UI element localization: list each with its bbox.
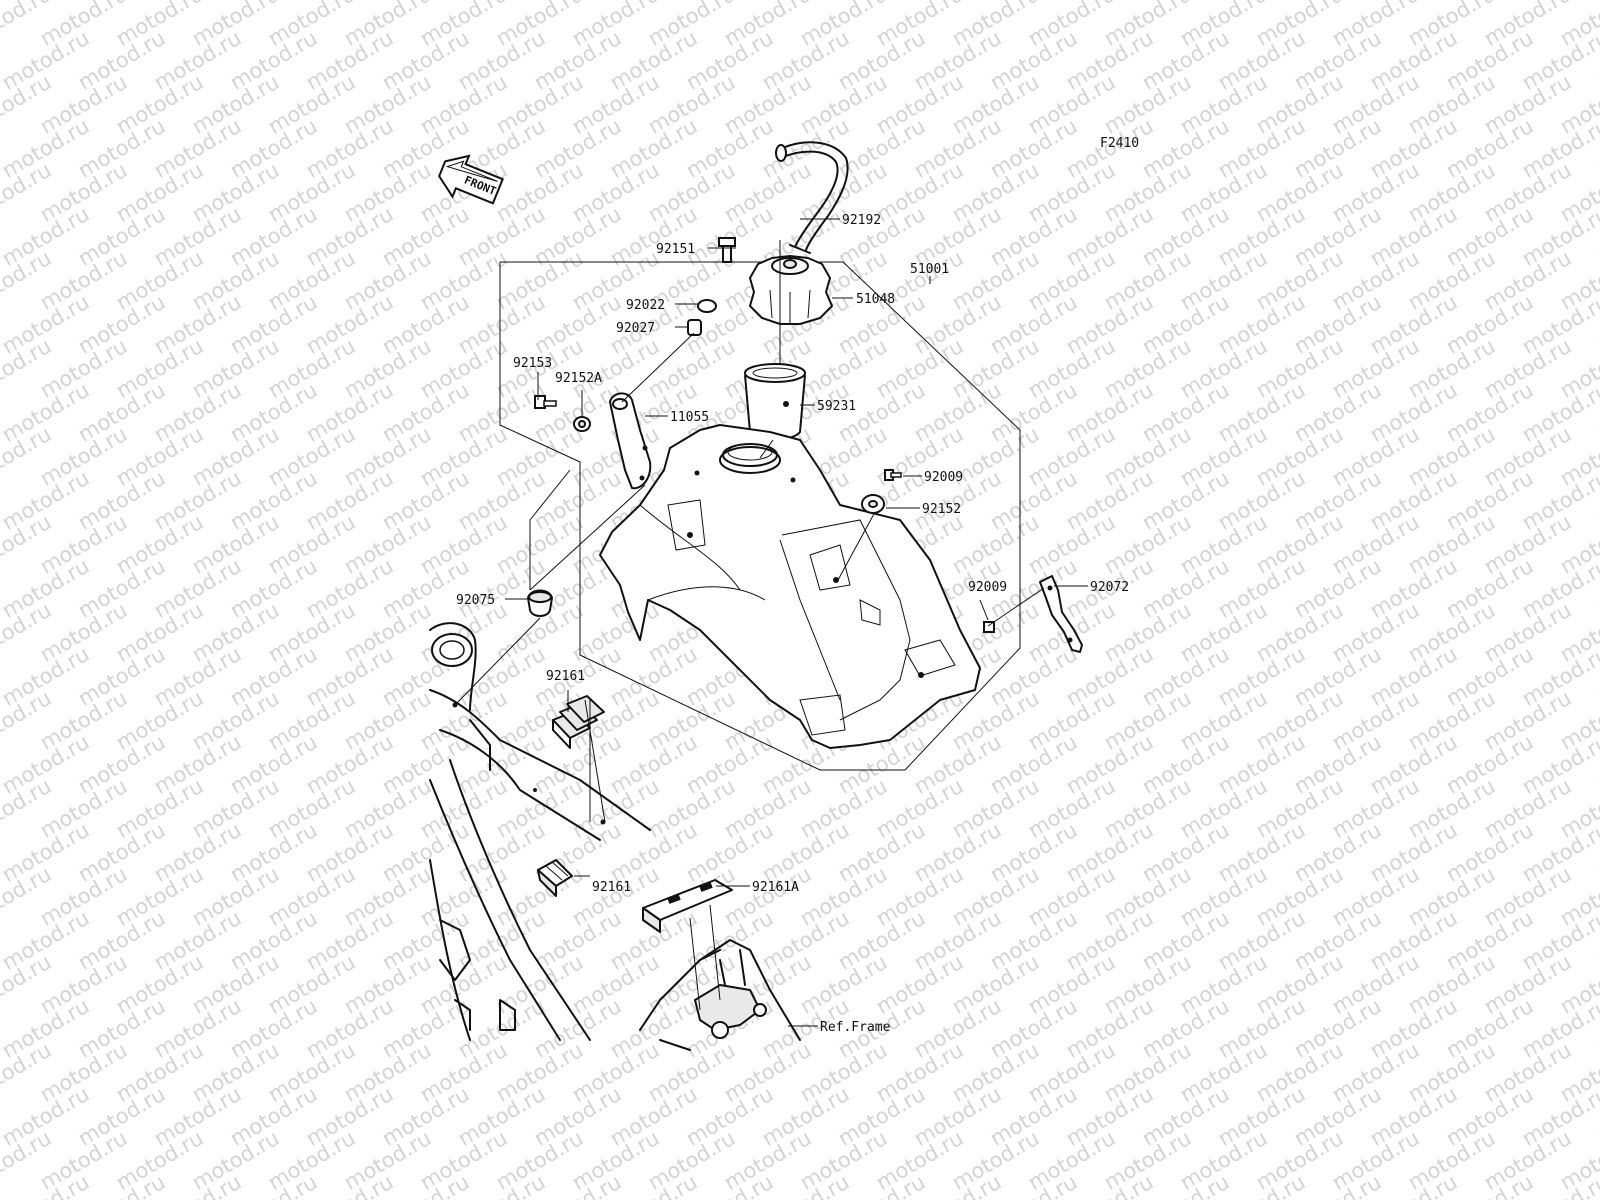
label-92151: 92151 [656, 242, 695, 257]
label-92152A: 92152A [555, 371, 602, 386]
label-51001: 51001 [910, 262, 949, 277]
strap-92072 [1039, 575, 1083, 653]
label-92192: 92192 [842, 213, 881, 228]
grommet-92075 [527, 589, 553, 617]
fuel-cap [749, 255, 833, 325]
breather-hose [775, 141, 849, 254]
frame-reference [429, 622, 801, 1051]
bracket-11055 [609, 392, 652, 490]
bolt-92009-lower [983, 621, 995, 633]
front-arrow-icon: FRONT [438, 154, 504, 205]
bolt-92153 [534, 395, 557, 409]
label-ref-frame: Ref.Frame [820, 1020, 891, 1035]
label-92027: 92027 [616, 321, 655, 336]
label-92075: 92075 [456, 593, 495, 608]
label-51048: 51048 [856, 292, 895, 307]
washer-92152 [861, 494, 885, 514]
label-92161-upper: 92161 [546, 669, 585, 684]
bolt-92009-upper [884, 469, 902, 481]
diagram-code: F2410 [1100, 136, 1139, 151]
label-11055: 11055 [670, 410, 709, 425]
fuel-tank [599, 424, 981, 749]
label-59231: 59231 [817, 399, 856, 414]
washer-92022 [697, 299, 717, 313]
pad-92161-upper [552, 695, 605, 749]
label-92009-lower: 92009 [968, 580, 1007, 595]
label-92161A: 92161A [752, 880, 799, 895]
assembly-outline [499, 261, 1021, 771]
label-92153: 92153 [513, 356, 552, 371]
label-92022: 92022 [626, 298, 665, 313]
label-92152: 92152 [922, 502, 961, 517]
washer-92152A [573, 416, 591, 432]
part-labels: 92192 92151 51048 92022 92027 51001 9215… [456, 213, 1129, 1035]
filler-neck [744, 363, 806, 441]
pad-92161-lower [537, 859, 573, 897]
leader-lines [453, 218, 1088, 1027]
label-92161-lower: 92161 [592, 880, 631, 895]
label-92072: 92072 [1090, 580, 1129, 595]
pad-92161A [642, 879, 733, 933]
bolt-92151 [718, 237, 736, 263]
label-92009-upper: 92009 [924, 470, 963, 485]
collar-92027 [687, 319, 702, 336]
